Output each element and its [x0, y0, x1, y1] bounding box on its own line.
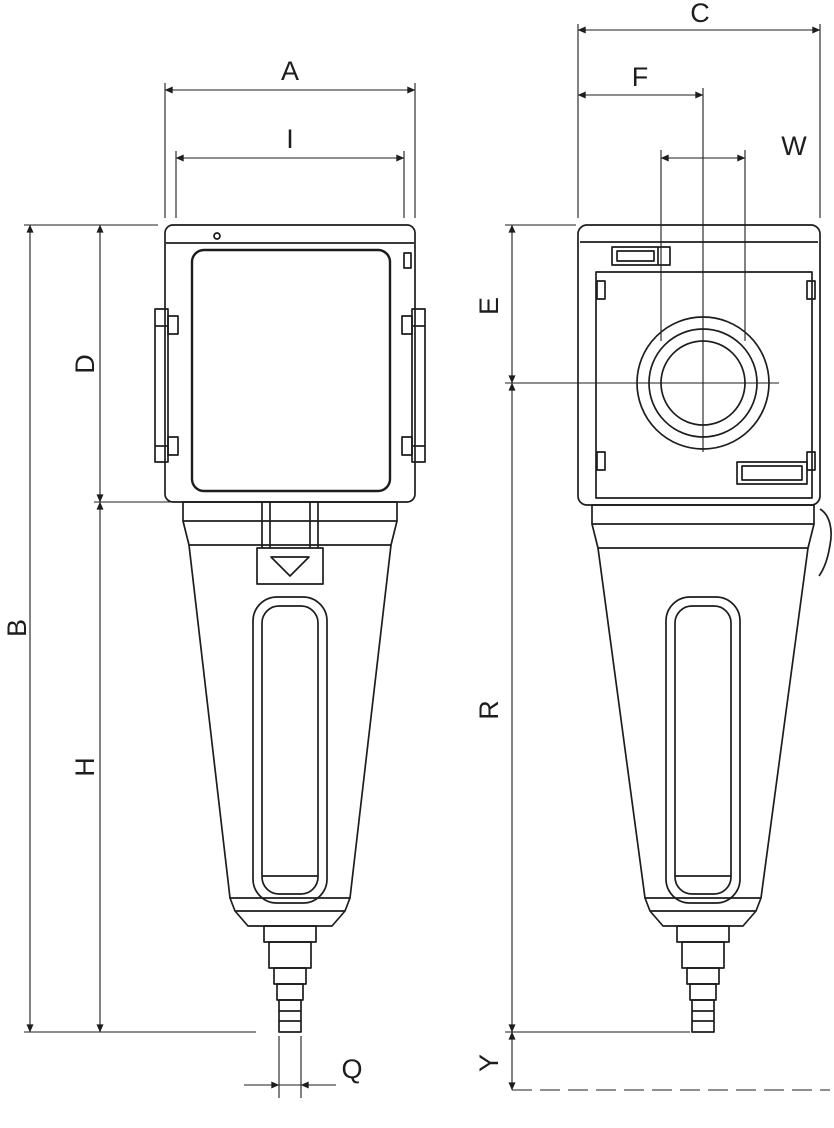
dim-F	[577, 88, 704, 452]
front-drain-valve	[256, 502, 324, 585]
front-mounting-bracket-left	[154, 308, 179, 463]
side-drain-fitting	[676, 925, 730, 1033]
side-latch	[611, 246, 671, 266]
label-C: C	[690, 0, 710, 28]
label-Q: Q	[341, 1054, 362, 1084]
side-sight-glass	[665, 596, 741, 904]
label-W: W	[781, 131, 807, 161]
front-sight-glass	[252, 596, 328, 904]
dim-W	[660, 150, 746, 341]
screw-dot	[213, 232, 221, 240]
label-B: B	[2, 619, 32, 637]
front-mounting-bracket-right	[401, 308, 426, 463]
label-A: A	[281, 56, 299, 86]
front-drain-fitting	[263, 925, 317, 1033]
dim-R	[505, 382, 690, 1033]
label-H: H	[70, 757, 100, 777]
label-E: E	[474, 297, 504, 315]
side-head	[577, 224, 821, 506]
dim-Q	[244, 1036, 336, 1098]
dim-Y	[508, 1031, 830, 1091]
dim-E	[505, 224, 779, 384]
label-D: D	[70, 354, 100, 374]
side-clip	[818, 508, 832, 577]
dim-I	[175, 151, 405, 218]
side-dimensions	[505, 24, 830, 1091]
dimension-labels: A I B D H Q C F W E R Y	[2, 0, 807, 1084]
label-F: F	[632, 62, 649, 92]
label-Y: Y	[474, 1054, 504, 1072]
dim-D	[94, 224, 178, 503]
side-bowl	[591, 504, 815, 927]
dim-A	[164, 83, 416, 218]
front-head	[164, 224, 416, 503]
drain-arrow-icon	[270, 556, 310, 577]
front-dimensions	[24, 83, 416, 1098]
dim-B	[24, 224, 256, 1033]
dim-C	[577, 24, 821, 218]
label-R: R	[474, 700, 504, 720]
front-bowl	[182, 501, 398, 927]
front-view	[154, 224, 426, 1033]
side-view	[577, 224, 832, 1033]
label-I: I	[286, 124, 294, 154]
